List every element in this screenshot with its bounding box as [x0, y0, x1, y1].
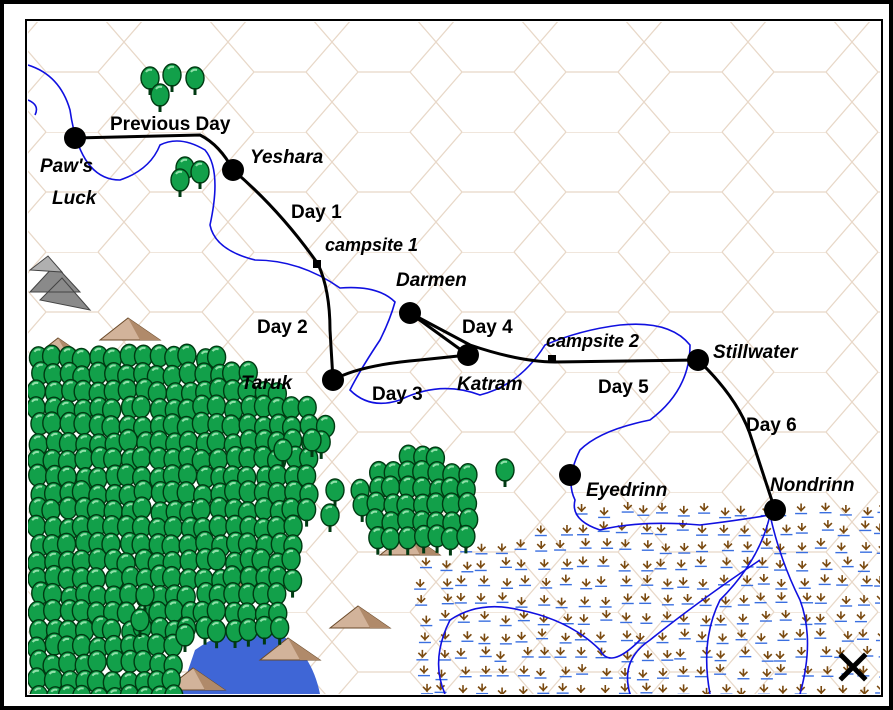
label-day-3: Day 3: [372, 384, 423, 405]
town-dot-yeshara[interactable]: [222, 159, 244, 181]
label-previous-day: Previous Day: [110, 114, 231, 135]
label-paws-luck-1: Paw's: [40, 156, 93, 177]
label-campsite-2: campsite 2: [546, 331, 639, 351]
label-day-6: Day 6: [746, 415, 797, 436]
mountains: [28, 255, 441, 691]
town-markers: [64, 127, 786, 521]
campsite-2-marker: [548, 355, 556, 363]
label-day-2: Day 2: [257, 317, 308, 338]
label-katram: Katram: [457, 374, 523, 395]
close-icon[interactable]: [834, 648, 870, 684]
town-dot-nondrinn[interactable]: [764, 499, 786, 521]
label-yeshara: Yeshara: [250, 147, 324, 168]
label-darmen: Darmen: [396, 270, 467, 291]
label-taruk: Taruk: [241, 373, 293, 394]
label-nondrinn: Nondrinn: [770, 475, 854, 496]
town-dot-taruk[interactable]: [322, 369, 344, 391]
label-day-5: Day 5: [598, 377, 649, 398]
town-dot-katram[interactable]: [457, 344, 479, 366]
town-dot-darmen[interactable]: [399, 302, 421, 324]
label-day-1: Day 1: [291, 202, 342, 223]
town-dot-paws-luck[interactable]: [64, 127, 86, 149]
campsite-1-marker: [313, 260, 321, 268]
label-stillwater: Stillwater: [713, 342, 799, 363]
label-campsite-1: campsite 1: [325, 235, 418, 255]
town-dot-eyedrinn[interactable]: [559, 464, 581, 486]
label-day-4: Day 4: [462, 317, 513, 338]
label-eyedrinn: Eyedrinn: [586, 480, 667, 501]
label-paws-luck-2: Luck: [52, 188, 98, 209]
town-dot-stillwater[interactable]: [687, 349, 709, 371]
